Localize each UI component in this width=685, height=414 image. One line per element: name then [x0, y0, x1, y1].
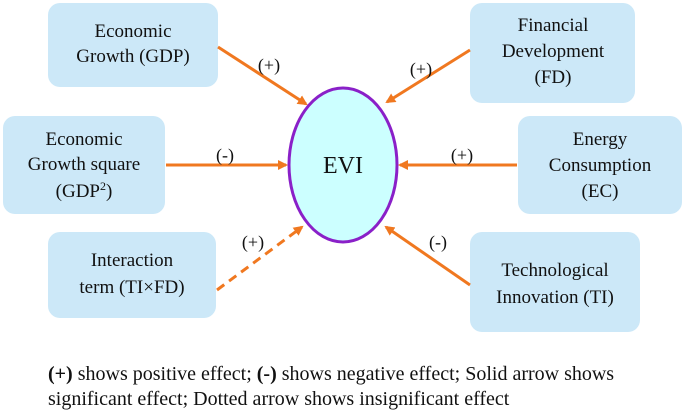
caption-negative-sign: (-) [256, 363, 277, 385]
node-gdp2-line3-main: (GDP [56, 181, 100, 202]
caption-positive-text: shows positive effect; [72, 363, 257, 385]
evi-node: EVI [287, 86, 399, 244]
sign-ti: (-) [429, 232, 447, 253]
node-gdp2-line3: (GDP2) [56, 179, 113, 202]
sign-ec: (+) [451, 145, 473, 166]
caption-positive-sign: (+) [48, 363, 73, 385]
node-interaction-term: Interaction term (TI×FD) [48, 232, 216, 318]
legend-caption: (+) shows positive effect; (-) shows neg… [48, 362, 678, 412]
sign-fd: (+) [410, 59, 432, 80]
node-gdp-square: Economic Growth square (GDP2) [3, 116, 165, 214]
node-gdp2-line3-end: ) [106, 181, 112, 202]
node-gdp2-line3-sup: 2 [100, 179, 106, 193]
evi-label: EVI [323, 153, 363, 179]
node-fd-line3: (FD) [535, 67, 572, 88]
node-gdp2-line2: Growth square [28, 154, 140, 175]
node-gdp: Economic Growth (GDP) [48, 3, 218, 87]
node-fd-line2: Development [502, 41, 605, 62]
node-tifd-line2: term (TI×FD) [79, 277, 184, 298]
arrow-fd-to-evi [385, 48, 471, 104]
arrow-tifd-to-evi [216, 225, 304, 292]
sign-gdp2: (-) [216, 145, 234, 166]
node-ec-line3: (EC) [582, 181, 619, 202]
sign-tifd: (+) [242, 232, 264, 253]
node-tifd-line1: Interaction [91, 250, 174, 271]
node-gdp2-line1: Economic [45, 129, 122, 150]
arrow-gdp-to-evi [217, 45, 308, 106]
arrow-ti-to-evi [384, 225, 471, 287]
node-fd-line1: Financial [518, 15, 589, 36]
node-ti-line1: Technological [501, 260, 608, 281]
node-ec: Energy Consumption (EC) [518, 116, 682, 214]
node-ec-line1: Energy [573, 129, 628, 150]
node-ti-line2: Innovation (TI) [496, 287, 614, 308]
node-ti: Technological Innovation (TI) [470, 232, 640, 332]
node-ec-line2: Consumption [549, 155, 652, 176]
caption-negative-text: shows negative effect; Solid arrow shows… [48, 363, 615, 410]
node-gdp-line1: Economic [94, 21, 171, 42]
node-fd: Financial Development (FD) [470, 3, 635, 103]
sign-gdp: (+) [258, 55, 280, 76]
node-gdp-line2: Growth (GDP) [76, 46, 189, 67]
